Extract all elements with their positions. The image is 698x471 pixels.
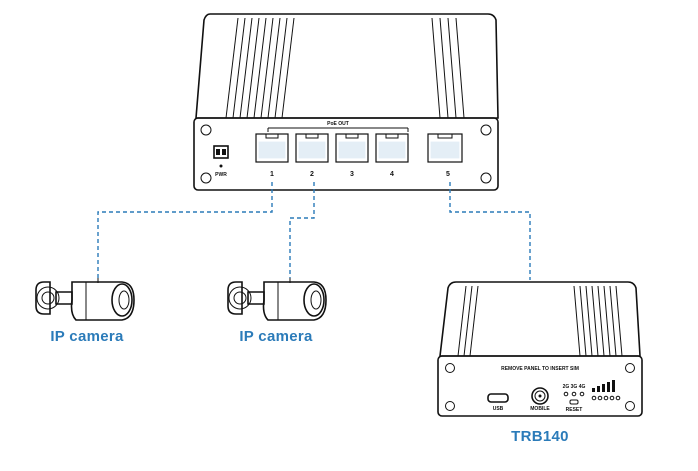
port-number-3: 3 bbox=[350, 171, 354, 178]
power-label: PWR bbox=[215, 172, 227, 178]
poe-switch: PWR PoE OUT bbox=[193, 13, 499, 191]
ethernet-port-5[interactable] bbox=[427, 133, 463, 163]
connection-port5-router bbox=[449, 182, 531, 280]
network-type-labels: 2G 3G 4G bbox=[563, 384, 586, 390]
port-number-1: 1 bbox=[270, 171, 274, 178]
screw-icon bbox=[480, 172, 492, 184]
connection-port2-camera2 bbox=[289, 182, 315, 278]
trb140-router: REMOVE PANEL TO INSERT SIM USB MOBILE 2G… bbox=[437, 281, 643, 417]
ip-camera-1 bbox=[35, 278, 135, 321]
camera-2-label: IP camera bbox=[239, 328, 313, 345]
power-connector[interactable] bbox=[213, 145, 229, 168]
reset-label: RESET bbox=[566, 407, 583, 413]
network-led-row bbox=[563, 391, 585, 397]
signal-strength-icon bbox=[592, 380, 615, 392]
screw-icon bbox=[200, 124, 212, 136]
connection-port1-camera1 bbox=[97, 182, 273, 278]
router-label: TRB140 bbox=[511, 428, 569, 445]
switch-heatsink-right bbox=[431, 17, 465, 119]
screw-icon bbox=[445, 401, 455, 411]
router-heatsink-right bbox=[573, 285, 623, 357]
mobile-label: MOBILE bbox=[530, 406, 550, 412]
ethernet-port-4[interactable] bbox=[375, 133, 409, 163]
usb-port[interactable] bbox=[487, 393, 509, 403]
sim-panel-text: REMOVE PANEL TO INSERT SIM bbox=[501, 366, 579, 372]
signal-led-row bbox=[591, 395, 621, 401]
port-number-4: 4 bbox=[390, 171, 394, 178]
camera-1-label: IP camera bbox=[50, 328, 124, 345]
router-heatsink-left bbox=[457, 285, 479, 357]
mobile-antenna-connector[interactable] bbox=[531, 387, 549, 405]
poe-out-label: PoE OUT bbox=[327, 121, 349, 127]
screw-icon bbox=[625, 401, 635, 411]
ethernet-port-2[interactable] bbox=[295, 133, 329, 163]
screw-icon bbox=[480, 124, 492, 136]
switch-heatsink-left bbox=[225, 17, 295, 119]
port-number-5: 5 bbox=[446, 171, 450, 178]
ethernet-port-1[interactable] bbox=[255, 133, 289, 163]
port-number-2: 2 bbox=[310, 171, 314, 178]
screw-icon bbox=[445, 363, 455, 373]
screw-icon bbox=[200, 172, 212, 184]
screw-icon bbox=[625, 363, 635, 373]
reset-button[interactable] bbox=[569, 399, 579, 405]
ip-camera-2 bbox=[227, 278, 327, 321]
poe-out-bracket bbox=[267, 127, 409, 132]
connection-lines bbox=[97, 182, 531, 280]
ethernet-port-3[interactable] bbox=[335, 133, 369, 163]
usb-label: USB bbox=[493, 406, 504, 412]
